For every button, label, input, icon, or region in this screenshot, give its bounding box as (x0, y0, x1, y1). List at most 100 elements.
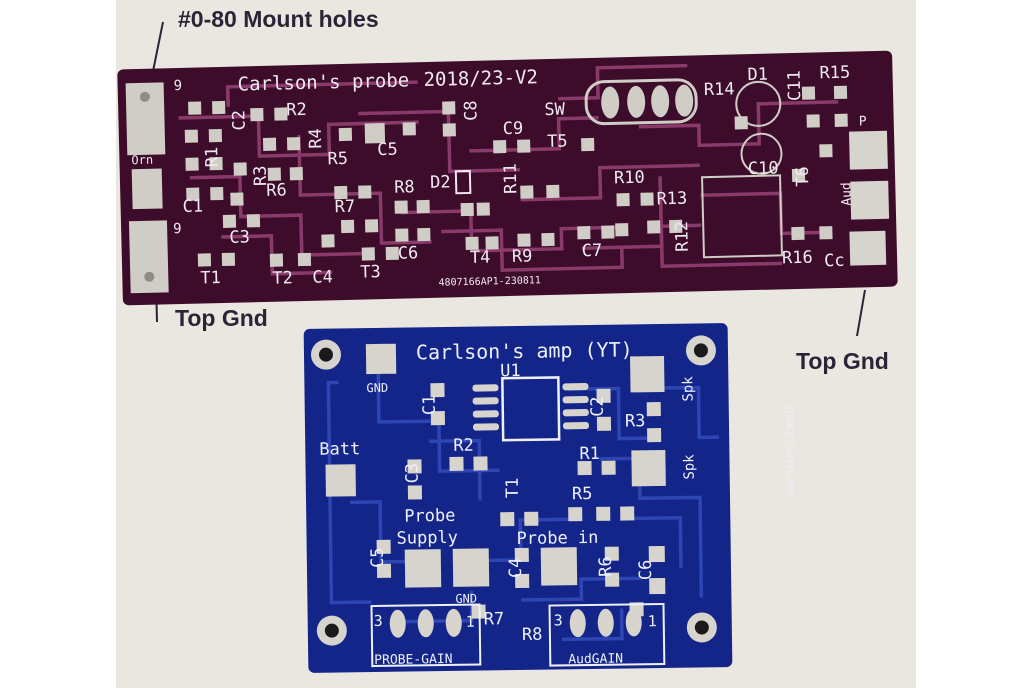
probe-pad-gnd-bottom (128, 220, 169, 294)
probe-switch-pin-4 (675, 84, 694, 117)
amp-label-probe-gain: PROBE-GAIN (374, 652, 452, 668)
probe-label-r4: R4 (306, 128, 326, 149)
amp-big-pads (325, 343, 666, 588)
probe-label-r6: R6 (266, 180, 287, 200)
probe-label-r2: R2 (286, 100, 307, 120)
probe-c10-outline (740, 132, 783, 175)
probe-label-c5: C5 (377, 140, 398, 160)
probe-label-c7: C7 (582, 241, 603, 261)
amp-probe-gain-outline (370, 603, 482, 668)
amp-title: Carlson's amp (YT) (416, 337, 633, 364)
amp-u1-pins (472, 383, 590, 431)
probe-board-substrate (117, 50, 898, 306)
probe-label-c11: C11 (784, 70, 805, 101)
amp-label-pin3a: 3 (374, 612, 383, 630)
amp-label-gnd-supply: GND (455, 592, 477, 606)
probe-switch-pin-1 (601, 86, 620, 119)
amp-label-r1: R1 (579, 444, 600, 464)
probe-pad-aud (850, 180, 890, 220)
amp-label-c6: C6 (636, 560, 656, 581)
amp-label-u1: U1 (500, 361, 521, 381)
amp-label-spk-2: Spk (681, 454, 697, 480)
top-gnd-right-annotation: Top Gnd (796, 348, 889, 374)
probe-label-c2: C2 (229, 110, 249, 131)
amp-label-r7: R7 (484, 609, 505, 629)
probe-label-r11: R11 (501, 163, 522, 194)
mount-holes-annotation: #0-80 Mount holes (178, 6, 379, 32)
probe-pad-p (848, 130, 888, 170)
amp-mount-holes (310, 335, 717, 646)
probe-label-r1: R1 (202, 146, 222, 167)
amp-label-supply: Supply (396, 528, 458, 549)
amp-label-t1: T1 (503, 477, 523, 498)
probe-label-r14: R14 (704, 79, 735, 100)
probe-serial: 4807166AP1-230811 (438, 275, 541, 288)
amp-label-c2: C2 (588, 396, 608, 417)
amp-label-probe: Probe (404, 506, 455, 527)
probe-label-c3: C3 (229, 227, 250, 247)
probe-label-c9: C9 (503, 119, 524, 139)
probe-label-t6: T6 (793, 166, 813, 187)
amp-pad-supply (404, 549, 442, 588)
amp-label-c5: C5 (368, 547, 388, 568)
amp-pad-supply-gnd (452, 548, 490, 587)
amp-label-aud-gain: AudGAIN (568, 652, 623, 668)
probe-label-d1: D1 (747, 65, 768, 85)
probe-switch-pin-3 (651, 85, 670, 118)
amp-u1-outline (501, 376, 561, 442)
probe-label-orn: Orn (131, 153, 153, 168)
probe-footprint-box (701, 174, 783, 259)
probe-label-s-pad: 9 (173, 221, 182, 237)
probe-pad-orn (131, 168, 163, 210)
probe-label-r15: R15 (819, 63, 850, 84)
probe-label-t4: T4 (470, 247, 491, 267)
amp-pad-spk-2 (631, 449, 666, 487)
probe-label-c10: C10 (748, 158, 779, 179)
amp-label-r3: R3 (625, 411, 646, 431)
probe-label-p: P (859, 114, 867, 129)
probe-label-t3: T3 (360, 262, 381, 282)
probe-label-gnd-pad: 9 (173, 78, 182, 94)
probe-board: Carlson's probe 2018/23-V2 4807166AP1-23… (117, 50, 898, 306)
amp-label-batt: Batt (319, 439, 360, 460)
amp-label-spk-1: Spk (680, 376, 696, 402)
probe-label-r5: R5 (327, 149, 348, 169)
amp-label-r6: R6 (596, 556, 616, 577)
amp-label-pin1a: 1 (466, 613, 475, 631)
probe-title: Carlson's probe (237, 69, 409, 95)
probe-pad-gnd-top (125, 82, 166, 156)
probe-label-r13: R13 (656, 189, 687, 210)
probe-label-t5: T5 (547, 132, 568, 152)
amp-label-pin3b: 3 (554, 611, 563, 629)
amp-label-gnd-top: GND (366, 381, 388, 395)
amp-label-r2: R2 (453, 436, 474, 456)
probe-label-r10: R10 (614, 168, 645, 189)
probe-label-c8: C8 (461, 100, 481, 121)
amp-pad-probe-in (540, 547, 578, 586)
probe-d2-outline (454, 169, 472, 195)
probe-label-c1: C1 (182, 196, 203, 216)
probe-pad-cc (849, 230, 887, 266)
probe-label-cc: Cc (824, 251, 845, 271)
probe-label-r16: R16 (782, 248, 813, 269)
probe-version: 2018/23-V2 (423, 66, 538, 91)
amp-board: Carlson's amp (YT) 4807166AP2-230811 GND… (303, 323, 797, 673)
probe-switch-pin-2 (627, 85, 646, 118)
leader-top-gnd-right (856, 289, 866, 337)
amp-pad-spk-1 (630, 355, 665, 393)
amp-serial: 4807166AP2-230811 (786, 404, 797, 496)
probe-label-c4: C4 (312, 267, 333, 287)
probe-small-pads (184, 85, 848, 267)
probe-label-r7: R7 (334, 197, 355, 217)
top-gnd-left-annotation: Top Gnd (175, 305, 268, 331)
probe-label-t1: T1 (200, 268, 221, 288)
amp-label-pin1b: 1 (648, 612, 657, 630)
probe-label-r12: R12 (672, 221, 693, 252)
amp-label-c4: C4 (506, 557, 526, 578)
amp-label-c3: C3 (403, 463, 423, 484)
probe-label-c6: C6 (398, 243, 419, 263)
amp-pad-batt (325, 464, 356, 497)
amp-label-r5: R5 (572, 484, 593, 504)
probe-label-t2: T2 (272, 268, 293, 288)
